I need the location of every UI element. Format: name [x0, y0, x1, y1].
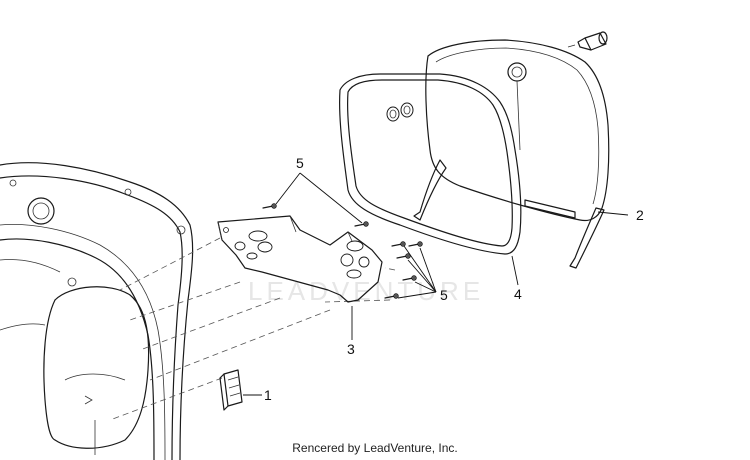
door-lock-hole: [507, 62, 527, 82]
screw: [354, 221, 369, 227]
screw: [384, 293, 399, 299]
lock-cylinder: [567, 31, 608, 51]
seal-grommet: [400, 102, 414, 118]
part-4-rubber-seal: [339, 73, 522, 255]
screw: [402, 275, 417, 281]
bracket-hole: [246, 252, 258, 260]
bracket-hole: [223, 227, 229, 233]
bracket-hole: [248, 230, 268, 242]
bracket-hole: [234, 241, 246, 251]
screw: [262, 203, 277, 209]
part-5-screws: [262, 203, 423, 299]
bracket-hole: [346, 269, 362, 279]
callout-5-right: 5: [440, 287, 448, 303]
callout-5-top: 5: [296, 155, 304, 171]
screw: [396, 253, 411, 259]
screw: [391, 241, 406, 247]
alignment-lines: [109, 237, 396, 421]
part-3-bracket-plate: [217, 215, 383, 303]
footer-credit: Rencered by LeadVenture, Inc.: [292, 441, 457, 455]
bracket-hole: [358, 256, 370, 268]
callout-2: 2: [636, 207, 644, 223]
callout-3: 3: [347, 341, 355, 357]
leader-lines: [243, 172, 629, 396]
callout-1: 1: [264, 387, 272, 403]
watermark-text: LEADVENTURE: [248, 276, 484, 306]
scooter-body-panel: [0, 162, 194, 460]
callout-4: 4: [514, 286, 522, 302]
part-1-clip: [219, 369, 243, 411]
part-2-glovebox-door: [413, 39, 610, 269]
seal-grommet: [386, 106, 400, 122]
bracket-hole: [340, 253, 354, 267]
bracket-hole: [257, 241, 273, 253]
bracket-hole: [346, 240, 364, 252]
screw: [408, 241, 423, 247]
